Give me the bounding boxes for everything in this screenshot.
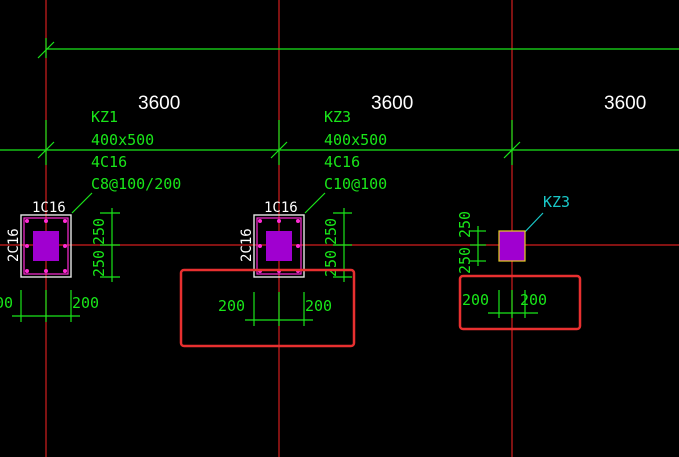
kz3b-offset-left: 200 [218,297,245,315]
kz1-offset-top: 250 [90,218,108,245]
kz1-side-bar: 2C16 [6,228,22,262]
kz1-section-outline [20,214,72,278]
kz3c-offset-top: 250 [456,211,474,238]
kz1-top-bar: 1C16 [32,200,66,216]
kz3b-name: KZ3 [324,108,351,126]
kz1-size: 400x500 [91,131,154,149]
highlight-box-2 [458,274,582,331]
kz3b-size: 400x500 [324,131,387,149]
kz3b-corner-rebar: 4C16 [324,153,360,171]
kz1-offset-left: 200 [0,294,13,312]
kz3b-offset-top: 250 [322,218,340,245]
kz3b-side-bar: 2C16 [239,228,255,262]
kz3b-stirrup: C10@100 [324,175,387,193]
highlight-box-1 [179,268,356,348]
kz1-offset-bottom: 250 [90,250,108,277]
column-kz3-c[interactable]: KZ3 250 250 200 200 [456,193,570,318]
kz3c-offset-right: 200 [520,291,547,309]
kz3b-section-outline [253,214,305,278]
kz3c-offset-bottom: 250 [456,247,474,274]
column-section-icon [266,231,292,261]
kz3b-offset-bottom: 250 [322,250,340,277]
kz3b-offset-right: 200 [305,297,332,315]
top-dimension-lines [0,38,679,165]
column-kz1[interactable]: KZ1 400x500 4C16 C8@100/200 1C16 2C16 25… [0,108,181,322]
kz3b-top-bar: 1C16 [264,200,298,216]
kz1-name: KZ1 [91,108,118,126]
column-section-icon [33,231,59,261]
column-kz3-b[interactable]: KZ3 400x500 4C16 C10@100 1C16 2C16 250 2… [218,108,387,326]
kz1-corner-rebar: 4C16 [91,153,127,171]
kz3c-name: KZ3 [543,193,570,211]
span-label-3: 3600 [604,93,646,114]
column-section-icon [498,230,526,262]
kz3c-offset-left: 200 [462,291,489,309]
kz1-offset-right: 200 [72,294,99,312]
span-label-2: 3600 [371,93,413,114]
kz1-stirrup: C8@100/200 [91,175,181,193]
span-label-1: 3600 [138,93,180,114]
